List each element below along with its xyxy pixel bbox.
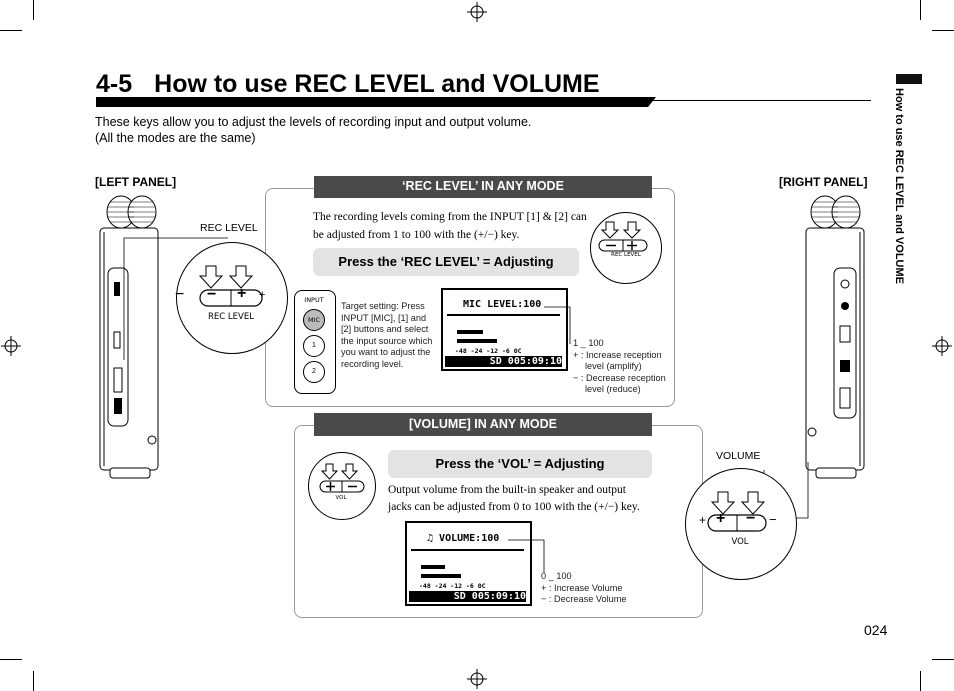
leader-line [544, 306, 571, 344]
left-panel-device-illustration [99, 195, 159, 479]
registration-mark-icon [467, 2, 487, 22]
volume-range: 0 _ 100 + : Increase Volume − : Decrease… [541, 571, 627, 605]
right-callout-label: VOLUME [716, 450, 761, 462]
lcd-scale: -48 -24 -12 -6 0C [455, 347, 522, 355]
left-rec-level-key-icon [198, 265, 263, 307]
lcd-title: ♫ VOLUME:100 [427, 533, 500, 544]
leader-line [508, 539, 545, 573]
input-1-button[interactable]: 1 [303, 335, 325, 357]
lcd-footer: SD 005:09:10 [445, 356, 562, 367]
crop-mark [0, 30, 22, 31]
page-title: 4-5 How to use REC LEVEL and VOLUME [96, 70, 600, 99]
volume-description: Output volume from the built-in speaker … [388, 484, 640, 513]
speaker-icon: ♫ [427, 533, 440, 544]
right-panel-label: [RIGHT PANEL] [779, 175, 868, 189]
lcd-level-meter [421, 574, 461, 578]
right-minus-key[interactable]: − [746, 510, 756, 527]
lcd-level-meter [457, 339, 497, 343]
volume-header: [VOLUME] IN ANY MODE [314, 413, 652, 436]
right-minus-symbol: − [769, 512, 777, 527]
section-title: How to use REC LEVEL and VOLUME [154, 70, 600, 98]
input-panel-label: INPUT [304, 296, 324, 304]
crop-mark [33, 0, 34, 20]
rec-level-key-label: REC LEVEL [611, 252, 641, 258]
lcd-title: MIC LEVEL:100 [463, 299, 542, 310]
left-key-label: REC LEVEL [208, 312, 254, 322]
left-callout-lines [123, 237, 228, 360]
rec-level-description: The recording levels coming from the INP… [313, 211, 587, 241]
input-panel [294, 290, 336, 394]
lcd-footer: SD 005:09:10 [409, 591, 526, 602]
intro-text: These keys allow you to adjust the level… [95, 115, 532, 145]
mic-button[interactable]: MIC [303, 309, 325, 331]
vol-key-icon [319, 463, 365, 493]
rec-level-key-circle [590, 212, 662, 284]
rec-level-action: Press the ‘REC LEVEL’ = Adjusting [313, 248, 579, 276]
left-minus-key[interactable]: − [207, 286, 217, 303]
crop-mark [932, 659, 954, 660]
vol-key-circle [308, 452, 376, 520]
title-underline [96, 97, 871, 107]
input-2-button[interactable]: 2 [303, 361, 325, 383]
crop-mark [932, 30, 954, 31]
volume-lcd: ♫ VOLUME:100 -48 -24 -12 -6 0C SD 005:09… [405, 521, 532, 606]
section-number: 4-5 [96, 70, 133, 98]
lcd-level-meter [421, 565, 445, 569]
rec-level-lcd: MIC LEVEL:100 -48 -24 -12 -6 0C SD 005:0… [441, 288, 568, 371]
lcd-scale: -48 -24 -12 -6 0C [419, 582, 486, 590]
target-setting-text: Target setting: Press INPUT [MIC], [1] a… [341, 301, 433, 369]
left-minus-symbol: − [175, 286, 185, 303]
registration-mark-icon [1, 336, 21, 356]
rec-level-header: ‘REC LEVEL’ IN ANY MODE [314, 176, 652, 198]
vol-key-label: VOL [335, 495, 347, 501]
left-callout-label: REC LEVEL [200, 222, 258, 234]
side-tab-text: How to use REC LEVEL and VOLUME [893, 88, 905, 284]
lcd-level-meter [457, 330, 483, 334]
right-key-label: VOL [731, 537, 749, 547]
side-tab-marker [896, 74, 922, 84]
crop-mark [920, 0, 921, 20]
crop-mark [920, 671, 921, 691]
left-panel-label: [LEFT PANEL] [95, 175, 177, 189]
volume-action: Press the ‘VOL’ = Adjusting [388, 450, 652, 478]
lcd-divider [411, 549, 524, 551]
crop-mark [0, 659, 22, 660]
right-plus-key[interactable]: + [716, 510, 726, 527]
left-plus-symbol: + [259, 289, 266, 301]
registration-mark-icon [932, 336, 952, 356]
rec-level-range: 1 _ 100 + : Increase reception level (am… [573, 338, 666, 395]
lcd-divider [447, 314, 560, 316]
right-panel-device-illustration [805, 195, 865, 479]
right-vol-key-icon [707, 491, 767, 532]
right-plus-symbol: + [699, 513, 707, 527]
page-number: 024 [864, 622, 888, 638]
rec-level-key-icon [598, 221, 648, 252]
crop-mark [33, 671, 34, 691]
left-plus-key[interactable]: + [237, 285, 247, 302]
registration-mark-icon [467, 669, 487, 689]
